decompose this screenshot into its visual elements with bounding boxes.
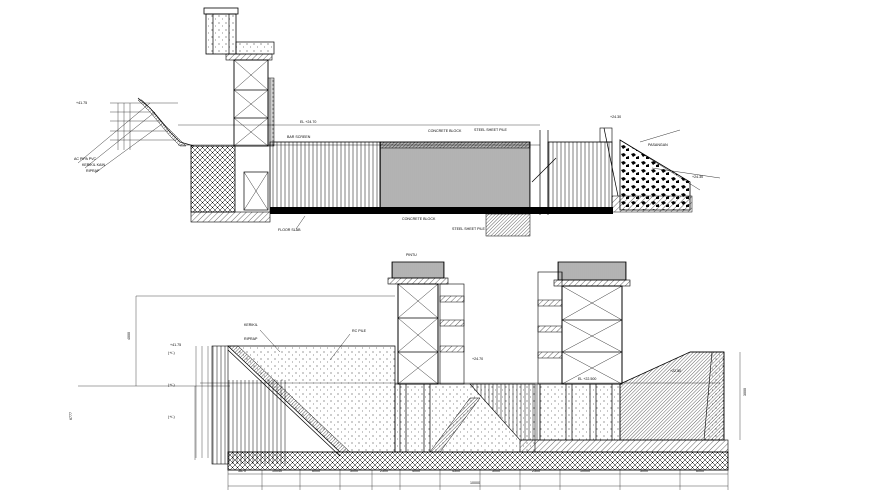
svg-text:KERIKIL KAIN: KERIKIL KAIN xyxy=(82,163,105,167)
dim-0: 3670 xyxy=(238,469,246,473)
bottom-level-mid-label: +24.70 xyxy=(472,357,483,361)
top-concrete-label: CONCRETE BLOCK xyxy=(428,129,462,133)
top-level-mid-label: EL +24.70 xyxy=(300,120,316,124)
svg-text:3000: 3000 xyxy=(743,388,747,396)
top-channel-right xyxy=(547,141,613,213)
dim-4: 2500 xyxy=(380,469,388,473)
top-steel-bottom-label: STEEL SHEET PILE xyxy=(452,227,486,231)
top-tower xyxy=(203,7,275,147)
bottom-foundation xyxy=(227,451,729,471)
bottom-section: 4000 6777 +41.75 (+/-) (+/-) (+/-) KERIK… xyxy=(69,253,747,490)
svg-text:AC PIPA PVC: AC PIPA PVC xyxy=(74,157,97,161)
top-base-band xyxy=(270,207,613,214)
top-left-wall xyxy=(190,145,236,213)
dim-6: 4500 xyxy=(452,469,460,473)
top-concrete-bottom-label: CONCRETE BLOCK xyxy=(402,217,436,221)
bottom-left-elevation-stack: +41.75 (+/-) (+/-) (+/-) xyxy=(168,343,209,458)
dim-11: 6000 xyxy=(696,469,704,473)
svg-text:RIPRAP: RIPRAP xyxy=(244,337,258,341)
top-screen-label: BAR SCREEN xyxy=(287,135,311,139)
svg-text:4000: 4000 xyxy=(127,332,131,340)
bottom-tower-left: PINTU xyxy=(387,253,465,385)
bottom-tower-right xyxy=(537,261,631,385)
svg-text:EL +22.500: EL +22.500 xyxy=(578,377,596,381)
dim-3: 3000 xyxy=(350,469,358,473)
dim-12: 10000 xyxy=(470,481,480,485)
svg-text:+24.30: +24.30 xyxy=(692,175,703,179)
annotation-3: (+/-) xyxy=(168,415,175,419)
top-right-level-label: +24.30 xyxy=(610,115,621,119)
bottom-dimension-chain: 3670 10040 6000 3000 2500 4000 4500 3000… xyxy=(227,469,729,490)
svg-text:KERIKIL: KERIKIL xyxy=(244,323,258,327)
dim-1: 10040 xyxy=(272,469,282,473)
bottom-level-left-label: +41.75 xyxy=(170,343,181,347)
svg-text:RIPRAP: RIPRAP xyxy=(86,169,100,173)
bottom-right-level-label: +22.50 xyxy=(670,369,681,373)
top-steel-label: STEEL SHEET PILE xyxy=(474,128,508,132)
top-level-left-label: +41.75 xyxy=(76,101,87,105)
top-left-embankment: +41.75 AC PIPA PVC KERIKIL KAIN RIPRAP xyxy=(74,97,195,174)
top-channel-left xyxy=(269,141,381,213)
annotation-2: (+/-) xyxy=(168,383,175,387)
dim-5: 4000 xyxy=(412,469,420,473)
svg-text:6777: 6777 xyxy=(69,412,73,420)
top-section: +41.75 AC PIPA PVC KERIKIL KAIN RIPRAP E… xyxy=(74,7,721,237)
svg-text:PINTU: PINTU xyxy=(406,253,417,257)
svg-text:PASANGAN: PASANGAN xyxy=(648,143,668,147)
bottom-pile-label: RC PILE xyxy=(352,329,367,333)
annotation-1: (+/-) xyxy=(168,351,175,355)
dim-8: 2500 xyxy=(532,469,540,473)
top-floor-label: FLOOR SLAB xyxy=(278,228,301,232)
dim-10: 3000 xyxy=(640,469,648,473)
top-channel-mid xyxy=(379,141,531,213)
dim-7: 3000 xyxy=(492,469,500,473)
dim-9: 10000 xyxy=(580,469,590,473)
dim-2: 6000 xyxy=(312,469,320,473)
